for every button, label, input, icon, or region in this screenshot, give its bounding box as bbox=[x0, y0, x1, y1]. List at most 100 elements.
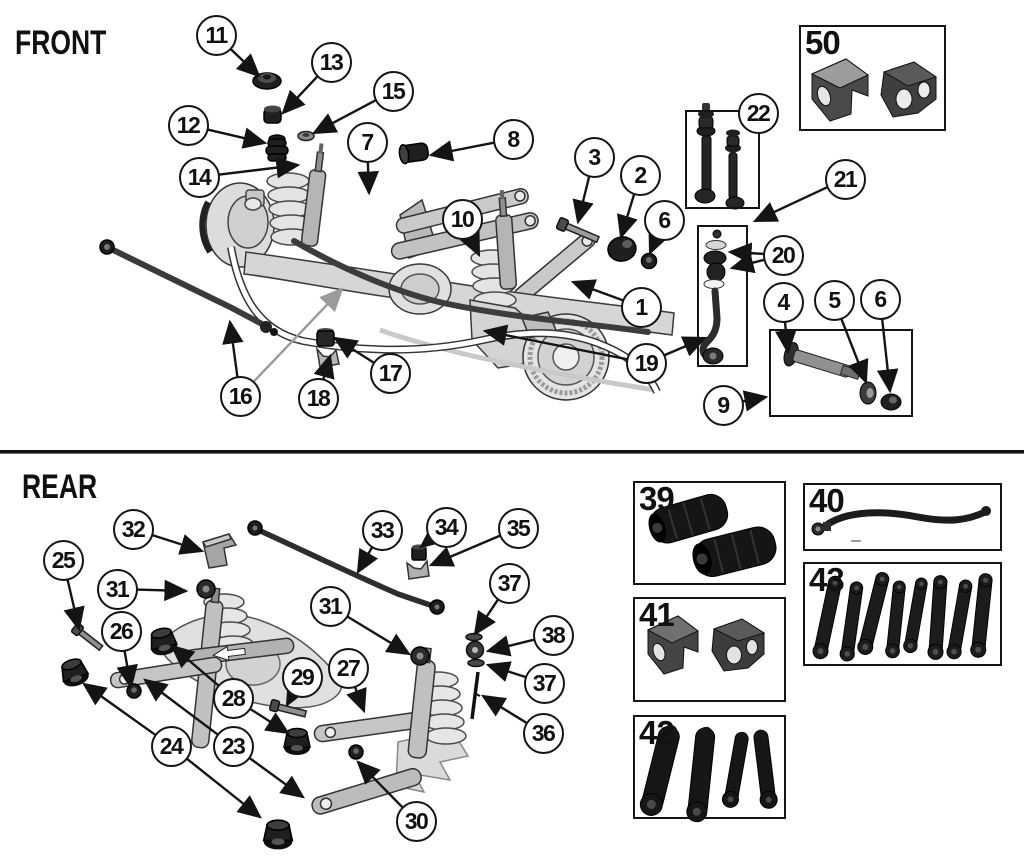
callout-31: 31 bbox=[309, 585, 351, 627]
rear-section-label: REAR bbox=[22, 468, 98, 506]
callout-number: 11 bbox=[205, 21, 228, 48]
callout-8: 8 bbox=[492, 118, 534, 160]
front-section-label: FRONT bbox=[15, 24, 107, 62]
callout-18: 18 bbox=[297, 377, 339, 419]
callout-5: 5 bbox=[813, 279, 855, 321]
part-box-number: 42 bbox=[639, 714, 675, 751]
part-box-40: 40 bbox=[803, 482, 1002, 551]
part-box-50: 50 bbox=[799, 24, 946, 131]
callout-22: 22 bbox=[737, 92, 779, 134]
callout-26: 26 bbox=[100, 610, 142, 652]
callout-28: 28 bbox=[212, 677, 254, 719]
box-41-content bbox=[646, 615, 766, 675]
callout-4: 4 bbox=[762, 281, 804, 323]
callout-number: 31 bbox=[318, 592, 343, 619]
callout-number: 38 bbox=[541, 621, 566, 648]
callout-number: 33 bbox=[370, 516, 395, 543]
callout-number: 37 bbox=[497, 569, 522, 596]
callout-number: 31 bbox=[105, 575, 130, 602]
callout-number: 2 bbox=[634, 161, 647, 188]
part-box-number: 40 bbox=[809, 482, 845, 519]
part-box-39: 39 bbox=[633, 480, 786, 585]
box-22-content bbox=[694, 103, 745, 210]
callout-24: 24 bbox=[150, 725, 192, 767]
callout-33: 33 bbox=[361, 509, 403, 551]
callout-number: 7 bbox=[361, 128, 374, 155]
callout-14: 14 bbox=[178, 156, 220, 198]
part-box-42: 42 bbox=[633, 714, 786, 819]
callout-19: 19 bbox=[625, 342, 667, 384]
callout-number: 34 bbox=[434, 513, 459, 540]
callout-7: 7 bbox=[346, 121, 388, 163]
callout-13: 13 bbox=[310, 41, 352, 83]
callout-29: 29 bbox=[281, 656, 323, 698]
callout-number: 1 bbox=[635, 293, 648, 320]
callout-27: 27 bbox=[327, 647, 369, 689]
callout-number: 29 bbox=[290, 663, 315, 690]
callout-number: 23 bbox=[221, 732, 246, 759]
callout-30: 30 bbox=[395, 800, 437, 842]
callout-9: 9 bbox=[702, 384, 744, 426]
callout-37: 37 bbox=[523, 662, 565, 704]
box-39-content bbox=[648, 493, 777, 577]
callout-number: 30 bbox=[404, 807, 429, 834]
part-box-41: 41 bbox=[633, 596, 786, 702]
box-42-content bbox=[639, 724, 778, 823]
callout-6: 6 bbox=[643, 199, 685, 241]
callout-number: 37 bbox=[532, 669, 557, 696]
callout-11: 11 bbox=[195, 14, 237, 56]
callout-12: 12 bbox=[167, 104, 209, 146]
callout-number: 25 bbox=[51, 546, 76, 573]
callout-number: 18 bbox=[306, 384, 331, 411]
callout-number: 14 bbox=[187, 163, 212, 190]
callout-34: 34 bbox=[425, 506, 467, 548]
callout-25: 25 bbox=[42, 539, 84, 581]
callout-number: 13 bbox=[319, 48, 344, 75]
callout-number: 3 bbox=[588, 143, 601, 170]
callout-21: 21 bbox=[824, 158, 866, 200]
callout-number: 4 bbox=[777, 288, 790, 315]
callout-32: 32 bbox=[112, 508, 154, 550]
part-box-number: 41 bbox=[639, 596, 675, 633]
callout-number: 12 bbox=[176, 111, 201, 138]
callout-10: 10 bbox=[441, 198, 483, 240]
callout-number: 21 bbox=[833, 165, 858, 192]
callout-6: 6 bbox=[859, 278, 901, 320]
callout-31: 31 bbox=[96, 568, 138, 610]
box-40-content bbox=[811, 506, 991, 542]
callout-15: 15 bbox=[372, 70, 414, 112]
callout-17: 17 bbox=[369, 352, 411, 394]
part-box-box-22 bbox=[685, 110, 760, 209]
callout-number: 28 bbox=[221, 684, 246, 711]
callout-number: 9 bbox=[717, 391, 730, 418]
part-box-number: 39 bbox=[639, 480, 675, 517]
box-50-content bbox=[810, 58, 938, 122]
callout-number: 8 bbox=[507, 125, 520, 152]
callout-number: 17 bbox=[378, 359, 403, 386]
section-divider bbox=[0, 450, 1024, 454]
callout-number: 32 bbox=[121, 515, 146, 542]
callout-number: 19 bbox=[634, 349, 659, 376]
callout-2: 2 bbox=[619, 154, 661, 196]
callout-36: 36 bbox=[522, 712, 564, 754]
callout-number: 16 bbox=[228, 382, 253, 409]
part-box-43: 43 bbox=[803, 561, 1002, 666]
part-box-number: 43 bbox=[809, 561, 845, 598]
callout-number: 6 bbox=[874, 285, 887, 312]
callout-16: 16 bbox=[219, 375, 261, 417]
callout-number: 35 bbox=[506, 514, 531, 541]
part-box-box-21 bbox=[697, 225, 748, 367]
callout-number: 15 bbox=[381, 77, 406, 104]
callout-23: 23 bbox=[212, 725, 254, 767]
callout-37: 37 bbox=[488, 562, 530, 604]
callout-number: 10 bbox=[450, 205, 475, 232]
callout-number: 22 bbox=[746, 99, 771, 126]
callout-35: 35 bbox=[497, 507, 539, 549]
callout-number: 26 bbox=[109, 617, 134, 644]
callout-number: 24 bbox=[159, 732, 184, 759]
part-box-box-9 bbox=[769, 329, 913, 417]
callout-number: 5 bbox=[828, 286, 841, 313]
callout-number: 20 bbox=[771, 241, 796, 268]
callout-number: 27 bbox=[336, 654, 361, 681]
